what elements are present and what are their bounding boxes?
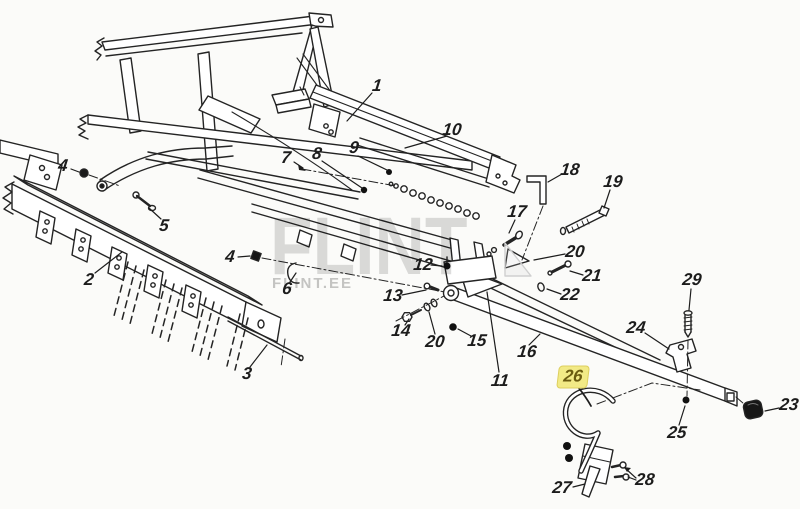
part-label[interactable]: 4: [224, 247, 236, 266]
part-label-highlighted[interactable]: 26: [556, 365, 590, 389]
part-label[interactable]: 15: [466, 331, 488, 350]
part-label[interactable]: 1: [371, 76, 383, 95]
part-label[interactable]: 20: [564, 242, 586, 261]
spring-tine-assembly: [562, 382, 701, 498]
part-label[interactable]: 13: [382, 286, 404, 305]
part-label[interactable]: 4: [57, 156, 69, 175]
part-label[interactable]: 5: [158, 216, 170, 235]
part-label[interactable]: 29: [681, 270, 703, 289]
part-label[interactable]: 25: [666, 423, 688, 442]
part-label[interactable]: 7: [280, 148, 292, 167]
dashed-tines: [113, 261, 249, 371]
part-label[interactable]: 12: [412, 255, 434, 274]
part-label[interactable]: 3: [241, 364, 253, 383]
part-label[interactable]: 21: [581, 266, 603, 285]
part-label[interactable]: 23: [778, 395, 800, 414]
front-toolbar: [0, 139, 282, 343]
part-label[interactable]: 19: [602, 172, 624, 191]
part-label[interactable]: 10: [441, 120, 463, 139]
part-label[interactable]: 27: [551, 478, 573, 497]
part-label[interactable]: 6: [281, 279, 293, 298]
part-label[interactable]: 11: [490, 371, 511, 390]
part-label[interactable]: 22: [559, 285, 581, 304]
clamp-and-end-parts: [665, 310, 764, 420]
part-label[interactable]: 2: [83, 270, 95, 289]
part-label[interactable]: 8: [311, 144, 323, 163]
hitch-assembly: [395, 175, 610, 331]
watermark-triangle: [504, 242, 532, 277]
part-label[interactable]: 16: [516, 342, 538, 361]
part-label[interactable]: 14: [390, 321, 412, 340]
part-label[interactable]: 24: [625, 318, 647, 337]
rear-frame: [77, 12, 521, 269]
part-label[interactable]: 18: [559, 160, 581, 179]
part-label[interactable]: 20: [424, 332, 446, 351]
part-label[interactable]: 28: [634, 470, 656, 489]
part-label[interactable]: 17: [506, 202, 528, 221]
part-label[interactable]: 9: [348, 138, 360, 157]
tine-rod: [227, 316, 304, 368]
wing-rails: [251, 203, 469, 284]
chain: [301, 168, 480, 220]
leader-lines: [70, 92, 780, 488]
